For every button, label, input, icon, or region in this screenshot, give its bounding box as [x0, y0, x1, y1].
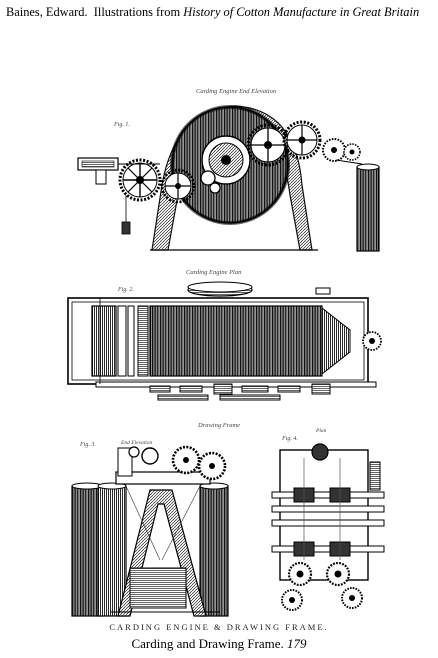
page-number: 179 — [287, 636, 307, 651]
page-header: Baines, Edward. Illustrations from Histo… — [6, 4, 434, 20]
label-carding-end: Carding Engine End Elevation — [196, 88, 276, 95]
author: Baines, Edward. — [6, 5, 88, 19]
plan-bottom-gears — [149, 383, 331, 401]
label-fig1: Fig. 1. — [113, 122, 130, 128]
fig4-frame — [279, 449, 369, 581]
label-end-elevation: End Elevation — [120, 440, 153, 446]
label-fig3: Fig. 3. — [79, 442, 96, 448]
can-right — [199, 485, 229, 617]
page-footer: Carding and Drawing Frame. 179 — [0, 636, 438, 652]
fig4-wheels — [281, 561, 363, 611]
label-fig4: Fig. 4. — [281, 435, 298, 442]
header-prefix: Illustrations from — [93, 5, 181, 19]
label-plan: Plan — [315, 428, 327, 434]
fig4-rollers — [271, 487, 385, 557]
plan-cylinder — [149, 305, 323, 377]
footer-title: Carding and Drawing Frame. — [131, 636, 284, 651]
fig1-carding-engine-end-elevation: Carding Engine End Elevation Fig. 1. — [77, 88, 380, 252]
fig4-slivers — [303, 458, 341, 560]
can-left-2 — [97, 485, 127, 617]
book-title: History of Cotton Manufacture in Great B… — [183, 5, 420, 19]
label-fig2: Fig. 2. — [117, 287, 134, 293]
label-carding-plan: Carding Engine Plan — [186, 269, 241, 276]
fig2-carding-engine-plan: Carding Engine Plan Fig. 2. — [67, 269, 382, 401]
can-left-1 — [71, 485, 103, 617]
fig3-gears — [128, 445, 227, 481]
left-gear — [118, 158, 162, 202]
middle-gear — [160, 168, 196, 204]
hanging-weight — [121, 221, 131, 235]
label-drawing-frame: Drawing Frame — [197, 422, 240, 429]
plate-caption: CARDING ENGINE & DRAWING FRAME. — [109, 622, 328, 632]
right-gear-cluster — [246, 120, 361, 167]
fig4-drawing-frame-plan: Fig. 4. Plan — [271, 428, 385, 611]
coiler-can — [335, 159, 380, 252]
fig3-drawing-frame-end-elevation: Drawing Frame End Elevation Fig. 3. — [71, 422, 240, 617]
